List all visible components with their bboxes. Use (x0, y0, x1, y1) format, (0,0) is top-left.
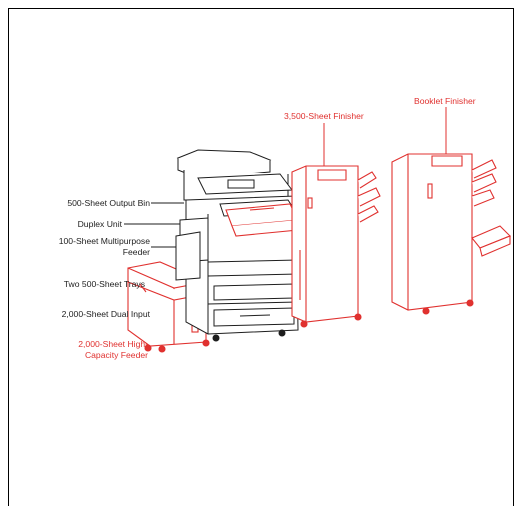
label-dual-input: 2,000-Sheet Dual Input (61, 309, 150, 319)
diagram-frame (8, 8, 514, 506)
label-two-trays: Two 500-Sheet Trays (63, 279, 145, 289)
label-duplex-unit: Duplex Unit (77, 219, 122, 229)
label-finisher-3500: 3,500-Sheet Finisher (284, 111, 364, 121)
booklet-finisher (391, 153, 511, 315)
label-hcf-line1: 2,000-Sheet High- (78, 339, 148, 349)
label-hcf-line2: Capacity Feeder (84, 350, 148, 360)
finisher-3500 (291, 165, 381, 328)
output-bin-accessory (225, 203, 299, 237)
label-output-bin: 500-Sheet Output Bin (67, 198, 150, 208)
printer-main-unit (175, 149, 299, 342)
label-mpf-line2: Feeder (122, 247, 150, 257)
label-mpf-line1: 100-Sheet Multipurpose (58, 236, 150, 246)
label-booklet-finisher: Booklet Finisher (414, 96, 476, 106)
